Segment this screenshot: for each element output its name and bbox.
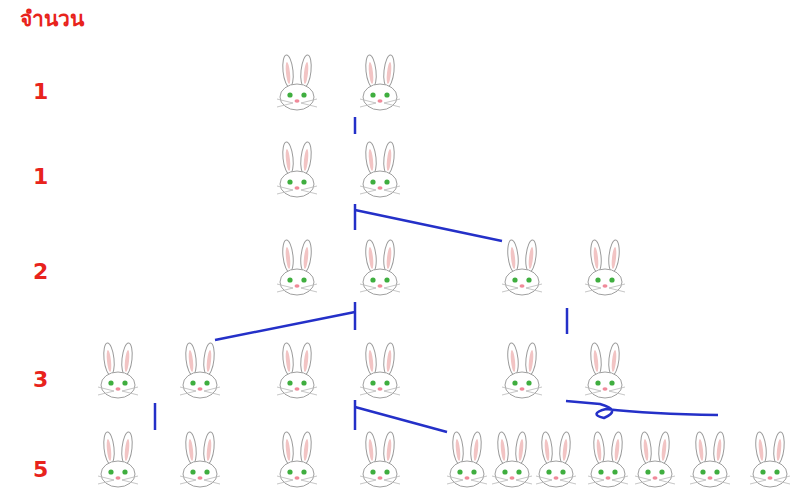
rabbit-icon: [277, 55, 317, 110]
lineage-line: [566, 401, 718, 418]
lineage-line: [355, 407, 447, 432]
lineage-line: [215, 312, 355, 340]
rabbit-icon: [502, 240, 542, 295]
rabbit-icon: [502, 343, 542, 398]
rabbit-icon: [360, 240, 400, 295]
rabbit-icon: [536, 432, 576, 487]
count-number: 2: [33, 260, 48, 284]
rabbit-icon: [180, 432, 220, 487]
rabbit-icon: [585, 343, 625, 398]
lineage-line: [154, 403, 157, 430]
count-number: 1: [33, 80, 48, 104]
rabbit-icon: [360, 343, 400, 398]
rabbit-icon: [277, 343, 317, 398]
rabbit-icon: [277, 142, 317, 197]
rabbit-icon: [585, 240, 625, 295]
lineage-line: [354, 204, 357, 230]
rabbit-icon: [492, 432, 532, 487]
rabbit-rows: [98, 55, 790, 487]
rabbit-icon: [180, 343, 220, 398]
count-number: 1: [33, 165, 48, 189]
count-number: 3: [33, 368, 48, 392]
lineage-line: [354, 302, 357, 330]
rabbit-icon: [447, 432, 487, 487]
rabbit-icon: [98, 432, 138, 487]
column-heading: จำนวน: [20, 8, 84, 31]
rabbit-icon: [277, 432, 317, 487]
rabbit-icon: [750, 432, 790, 487]
rabbit-icon: [360, 55, 400, 110]
count-number: 5: [33, 458, 48, 482]
lineage-line: [355, 210, 502, 241]
rabbit-icon: [360, 142, 400, 197]
rabbit-icon: [98, 343, 138, 398]
rabbit-icon: [277, 240, 317, 295]
lineage-line: [566, 308, 569, 334]
rabbit-icon: [360, 432, 400, 487]
rabbit-icon: [635, 432, 675, 487]
rabbit-icon: [690, 432, 730, 487]
lineage-line: [354, 117, 357, 134]
lineage-lines: [155, 117, 567, 432]
lineage-line: [354, 400, 357, 430]
rabbit-icon: [588, 432, 628, 487]
